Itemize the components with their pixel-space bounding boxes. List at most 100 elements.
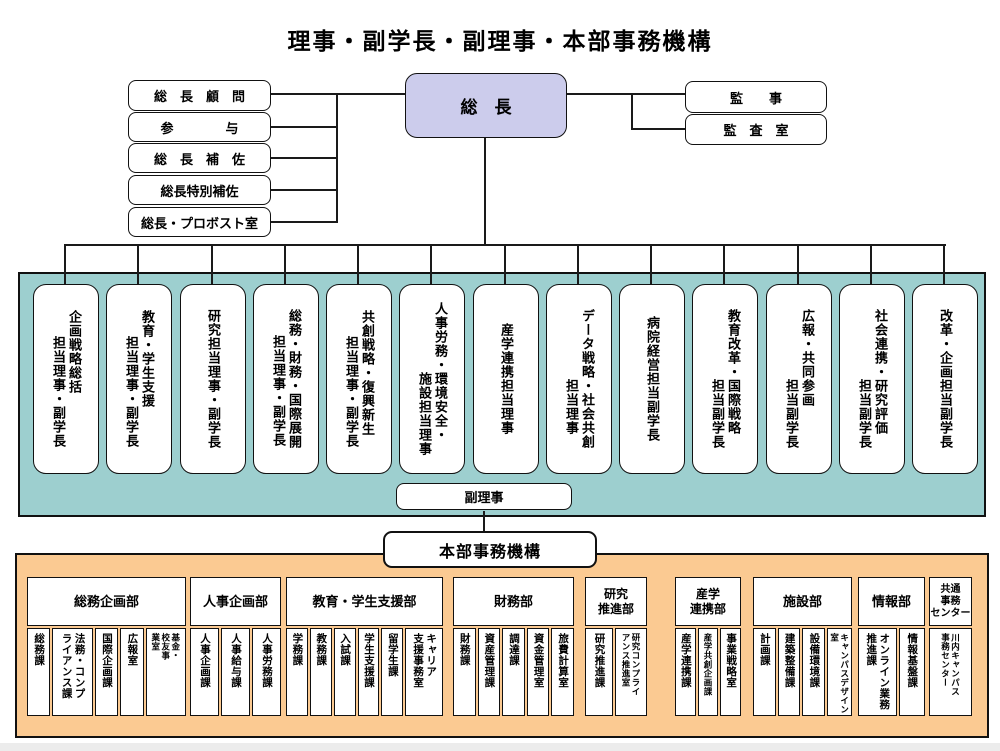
connector-stub <box>137 244 139 290</box>
executive-box: 教育・学生支援担当理事・副学長 <box>106 284 172 474</box>
node-president-aide: 総 長 補 佐 <box>128 143 271 173</box>
unit-box: 人事労務課 <box>252 628 281 716</box>
connector-stub <box>577 244 579 290</box>
connector-stub <box>870 244 872 290</box>
dept-header: 総務企画部 <box>27 577 186 626</box>
dept-header: 研究 推進部 <box>585 577 647 626</box>
dept-header: 施設部 <box>753 577 852 626</box>
unit-box: 広報室 <box>120 628 144 716</box>
node-special-aide: 総長特別補佐 <box>128 175 271 205</box>
node-label: 総 長 補 佐 <box>153 151 245 167</box>
unit-box: 法務・コンプ ライアンス課 <box>52 628 93 716</box>
unit-box: 総務課 <box>27 628 51 716</box>
node-auditor: 監 事 <box>685 81 827 113</box>
node-counselor: 参 与 <box>128 112 271 142</box>
connector-stub <box>64 244 66 290</box>
executive-box: 改革・企画担当副学長 <box>912 284 978 474</box>
unit-box: 旅費計算室 <box>551 628 574 716</box>
connector-line <box>268 189 338 191</box>
connector-stub <box>211 244 213 290</box>
node-label: 監 査 室 <box>723 123 789 138</box>
connector-stub <box>430 244 432 290</box>
unit-box: 資産管理課 <box>477 628 501 716</box>
node-label: 総長・プロボスト室 <box>140 215 258 231</box>
executive-box: 産学連携担当理事 <box>473 284 539 474</box>
executive-box: 病院経営担当副学長 <box>619 284 685 474</box>
dept-finance: 財務部 財務課 資産管理課 調達課 資金管理室 旅費計算室 <box>453 577 574 716</box>
dept-header: 産学 連携部 <box>675 577 741 626</box>
executive-box: 共創戦略・復興新生担当理事・副学長 <box>326 284 392 474</box>
unit-box: 研究コンプライ アンス推進室 <box>615 628 647 716</box>
unit-box: 計画課 <box>753 628 776 716</box>
unit-box: 資金管理室 <box>526 628 550 716</box>
connector-stub <box>723 244 725 290</box>
dept-header: 人事企画部 <box>190 577 281 626</box>
unit-box: 調達課 <box>502 628 525 716</box>
unit-box: 事業戦略室 <box>720 628 742 716</box>
dept-education-student-support: 教育・学生支援部 学務課 教務課 入試課 学生支援課 留学生課 キャリア 支援事… <box>286 577 444 716</box>
node-label: 監 事 <box>729 90 782 106</box>
unit-box: 建築整備課 <box>777 628 801 716</box>
connector-stub <box>504 244 506 290</box>
node-provost-office: 総長・プロボスト室 <box>128 207 271 237</box>
unit-box: キャリア 支援事務室 <box>405 628 444 716</box>
node-president-advisor: 総 長 顧 問 <box>128 80 271 111</box>
dept-personnel-planning: 人事企画部 人事企画課 人事給与課 人事労務課 <box>190 577 281 716</box>
node-label: 総長特別補佐 <box>160 183 239 199</box>
node-president: 総 長 <box>405 73 567 138</box>
unit-box: 産学連携課 <box>675 628 696 716</box>
unit-box: 情報基盤課 <box>898 628 925 716</box>
dept-common-admin-center: 共通 事務 センター 川内キャンパス 事務センター <box>929 577 972 716</box>
unit-box: 教務課 <box>309 628 332 716</box>
dept-header: 情報部 <box>858 577 925 626</box>
executive-box: 企画戦略総括担当理事・副学長 <box>33 284 99 474</box>
dept-industry-academia: 産学 連携部 産学連携課 産学共創企画課 事業戦略室 <box>675 577 742 716</box>
executive-box: 広報・共同参画担当副学長 <box>766 284 832 474</box>
unit-box: オンライン業務 推進課 <box>858 628 897 716</box>
connector-line <box>631 128 687 130</box>
executive-box: 総務・財務・国際展開担当理事・副学長 <box>253 284 319 474</box>
node-vice-director: 副理事 <box>396 483 572 510</box>
executive-box: 人事労務・環境安全・施設担当理事 <box>399 284 465 474</box>
unit-box: 人事給与課 <box>221 628 250 716</box>
node-label: 参 与 <box>160 120 239 136</box>
connector-line <box>563 93 687 95</box>
executive-box: 社会連携・研究評価担当副学長 <box>839 284 905 474</box>
dept-general-affairs-planning: 総務企画部 総務課 法務・コンプ ライアンス課 国際企画課 広報室 基金・ 校友… <box>27 577 186 716</box>
connector-stub <box>650 244 652 290</box>
unit-box: 財務課 <box>453 628 476 716</box>
node-label: 副理事 <box>464 490 504 505</box>
connector-line <box>483 511 485 533</box>
connector-stub <box>357 244 359 290</box>
node-label: 総 長 顧 問 <box>153 89 245 104</box>
unit-box: 川内キャンパス 事務センター <box>929 628 972 716</box>
executive-box: データ戦略・社会共創担当理事 <box>546 284 612 474</box>
page-title: 理事・副学長・副理事・本部事務機構 <box>287 28 713 54</box>
node-audit-office: 監 査 室 <box>685 114 827 145</box>
unit-box: 国際企画課 <box>94 628 119 716</box>
connector-stub <box>943 244 945 290</box>
dept-header: 共通 事務 センター <box>929 577 972 626</box>
dept-header: 財務部 <box>453 577 574 626</box>
dept-header: 教育・学生支援部 <box>286 577 443 626</box>
unit-box: 人事企画課 <box>190 628 219 716</box>
unit-box: 学生支援課 <box>357 628 380 716</box>
unit-box: 設備環境課 <box>802 628 826 716</box>
unit-box: 留学生課 <box>381 628 404 716</box>
node-president-label: 総 長 <box>460 98 512 117</box>
dept-information: 情報部 オンライン業務 推進課 情報基盤課 <box>858 577 925 716</box>
unit-box: 研究推進課 <box>585 628 614 716</box>
node-hq-admin-org: 本部事務機構 <box>383 531 597 568</box>
connector-line <box>631 93 633 130</box>
unit-box: 基金・ 校友事 業室 <box>145 628 186 716</box>
unit-box: 産学共創企画課 <box>697 628 719 716</box>
unit-box: 学務課 <box>286 628 308 716</box>
node-label: 本部事務機構 <box>438 543 541 561</box>
executive-box: 教育改革・国際戦略担当副学長 <box>692 284 758 474</box>
dept-research-promotion: 研究 推進部 研究推進課 研究コンプライ アンス推進室 <box>585 577 647 716</box>
connector-line <box>268 126 338 128</box>
unit-box: キャンパスデザイン室 <box>827 628 853 716</box>
connector-line <box>268 157 338 159</box>
connector-stub <box>284 244 286 290</box>
